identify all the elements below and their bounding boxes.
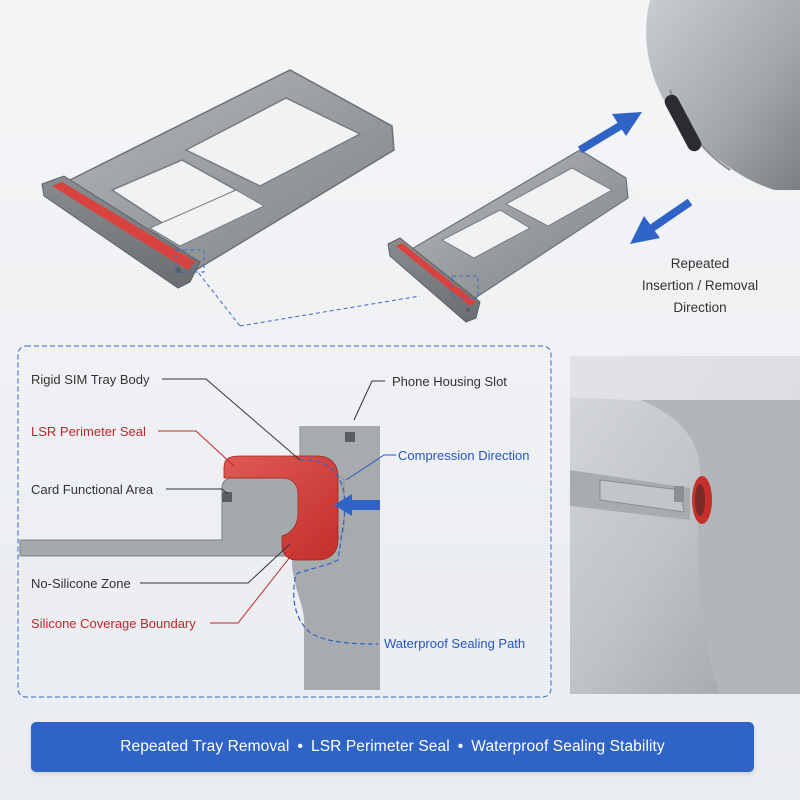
banner-item-lsr-seal: LSR Perimeter Seal (310, 738, 450, 755)
feature-banner: Repeated Tray Removal • LSR Perimeter Se… (31, 722, 754, 772)
detail-panel-frame (17, 345, 552, 698)
label-no-silicone-zone: No-Silicone Zone (31, 576, 131, 591)
banner-separator-2: • (457, 738, 464, 755)
sealing-path-line (293, 459, 379, 645)
label-lsr-perimeter-seal: LSR Perimeter Seal (31, 424, 146, 439)
closeup-photo (570, 356, 800, 694)
label-silicone-coverage-boundary: Silicone Coverage Boundary (31, 616, 196, 631)
tray-marker-square (222, 492, 232, 502)
label-compression-direction: Compression Direction (398, 448, 530, 463)
housing-marker-square (345, 432, 355, 442)
banner-separator-1: • (297, 738, 303, 755)
lsr-seal-shape (223, 455, 339, 561)
direction-label-line2: Insertion / Removal (641, 278, 759, 293)
label-rigid-sim-tray-body: Rigid SIM Tray Body (31, 372, 150, 387)
tray-callout-lines (175, 249, 479, 327)
label-phone-housing-slot: Phone Housing Slot (392, 374, 507, 389)
direction-label-line3: Direction (673, 300, 727, 315)
banner-item-sealing-stability: Waterproof Sealing Stability (471, 738, 665, 755)
direction-label-line1: Repeated (670, 256, 730, 271)
large-sim-tray (41, 69, 395, 289)
label-waterproof-sealing-path: Waterproof Sealing Path (384, 636, 525, 651)
banner-item-tray-removal: Repeated Tray Removal (120, 738, 290, 755)
small-sim-tray (387, 149, 629, 323)
label-card-functional-area: Card Functional Area (31, 482, 154, 497)
phone-housing-corner (646, 0, 800, 190)
remove-arrow (630, 198, 693, 244)
leader-lines (140, 378, 396, 624)
compression-arrow (334, 494, 380, 516)
insert-arrow (577, 112, 642, 154)
housing-slot-opening (664, 94, 702, 152)
direction-label: Repeated Insertion / Removal Direction (620, 253, 780, 319)
